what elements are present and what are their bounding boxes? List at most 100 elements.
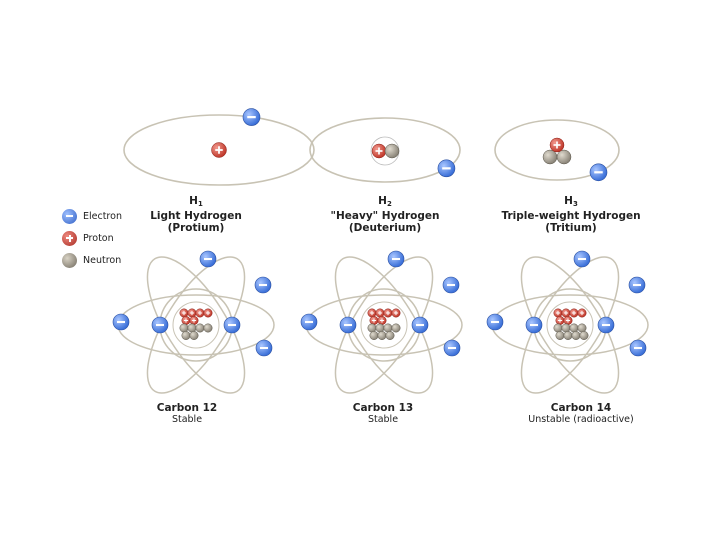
electron [339,316,357,334]
hydrogen-1-symbol: H [189,195,198,207]
proton [577,308,587,318]
legend-proton: Proton [62,227,122,249]
neutron [179,323,189,333]
outer-orbit [334,256,434,394]
hydrogen-atom-3 [494,119,620,181]
neutron [367,323,377,333]
caption-hydrogen-2: H2 "Heavy" Hydrogen (Deuterium) [285,195,485,234]
proton [211,142,227,158]
proton [563,316,573,325]
hydrogen-3-alt: (Tritium) [545,222,597,234]
legend: Electron Proton Neutron [62,205,122,271]
orbit [309,117,461,183]
proton-icon [62,230,77,246]
proton [181,316,191,325]
proton [549,137,565,153]
carbon-13-name: Carbon 13 [352,402,414,414]
caption-carbon-14: Carbon 14 Unstable (radioactive) [481,402,681,426]
neutron [181,331,191,340]
electron [597,316,615,334]
outer-orbit [146,256,246,394]
caption-carbon-13: Carbon 13 Stable [283,402,483,426]
proton [561,308,571,318]
neutron [377,331,387,340]
proton [383,308,393,318]
neutron [555,331,565,340]
neutron [561,323,571,333]
hydrogen-3-mass: 3 [572,200,578,208]
neutron-icon [62,252,77,268]
proton [367,308,377,318]
proton [371,143,387,159]
neutron [195,323,205,333]
electron [255,339,273,357]
hydrogen-2-name: "Heavy" Hydrogen [330,210,440,222]
neutron [375,323,385,333]
outer-orbit [520,256,620,394]
neutron [563,331,573,340]
neutron [187,323,197,333]
hydrogen-3-symbol: H [564,195,573,207]
proton [179,308,189,318]
electron [442,276,460,294]
outer-orbit [334,256,434,394]
electron [411,316,429,334]
carbon-atom-13 [305,256,463,394]
electron [486,313,504,331]
neutron [577,323,587,333]
proton [195,308,205,318]
neutron [384,143,400,159]
legend-proton-label: Proton [83,232,114,244]
orbit [494,119,620,181]
legend-neutron-label: Neutron [83,254,122,266]
carbon-12-name: Carbon 12 [156,402,218,414]
neutron [579,331,589,340]
hydrogen-2-alt: (Deuterium) [348,222,422,234]
electron-icon [62,208,77,224]
outer-orbit [146,256,246,394]
proton [391,308,401,318]
neutron [569,323,579,333]
carbon-14-name: Carbon 14 [550,402,612,414]
legend-electron: Electron [62,205,122,227]
hydrogen-1-mass: 1 [197,200,203,208]
proton [369,316,379,325]
hydrogen-2-symbol: H [378,195,387,207]
caption-hydrogen-1: H1 Light Hydrogen (Protium) [96,195,296,234]
carbon-atom-14 [491,256,649,394]
proton [569,308,579,318]
electron [300,313,318,331]
neutron [383,323,393,333]
hydrogen-1-name: Light Hydrogen [150,210,242,222]
hydrogen-1-alt: (Protium) [167,222,225,234]
electron [525,316,543,334]
neutron [542,149,558,165]
neutron [203,323,213,333]
electron [223,316,241,334]
hydrogen-3-name: Triple-weight Hydrogen [501,210,641,222]
electron [443,339,461,357]
electron [573,250,591,268]
orbit [123,114,315,186]
proton [189,316,199,325]
neutron [556,149,572,165]
hydrogen-atom-1 [123,114,315,186]
proton [203,308,213,318]
proton [375,308,385,318]
electron [242,108,261,126]
caption-hydrogen-3: H3 Triple-weight Hydrogen (Tritium) [471,195,671,234]
electron [628,276,646,294]
hydrogen-2-mass: 2 [386,200,392,208]
hydrogen-atom-2 [309,117,461,183]
electron [589,163,608,182]
proton [555,316,565,325]
proton [377,316,387,325]
neutron [369,331,379,340]
neutron [571,331,581,340]
proton [187,308,197,318]
electron [151,316,169,334]
carbon-14-status: Unstable (radioactive) [528,414,634,425]
carbon-12-status: Stable [171,414,203,425]
outer-orbit [520,256,620,394]
